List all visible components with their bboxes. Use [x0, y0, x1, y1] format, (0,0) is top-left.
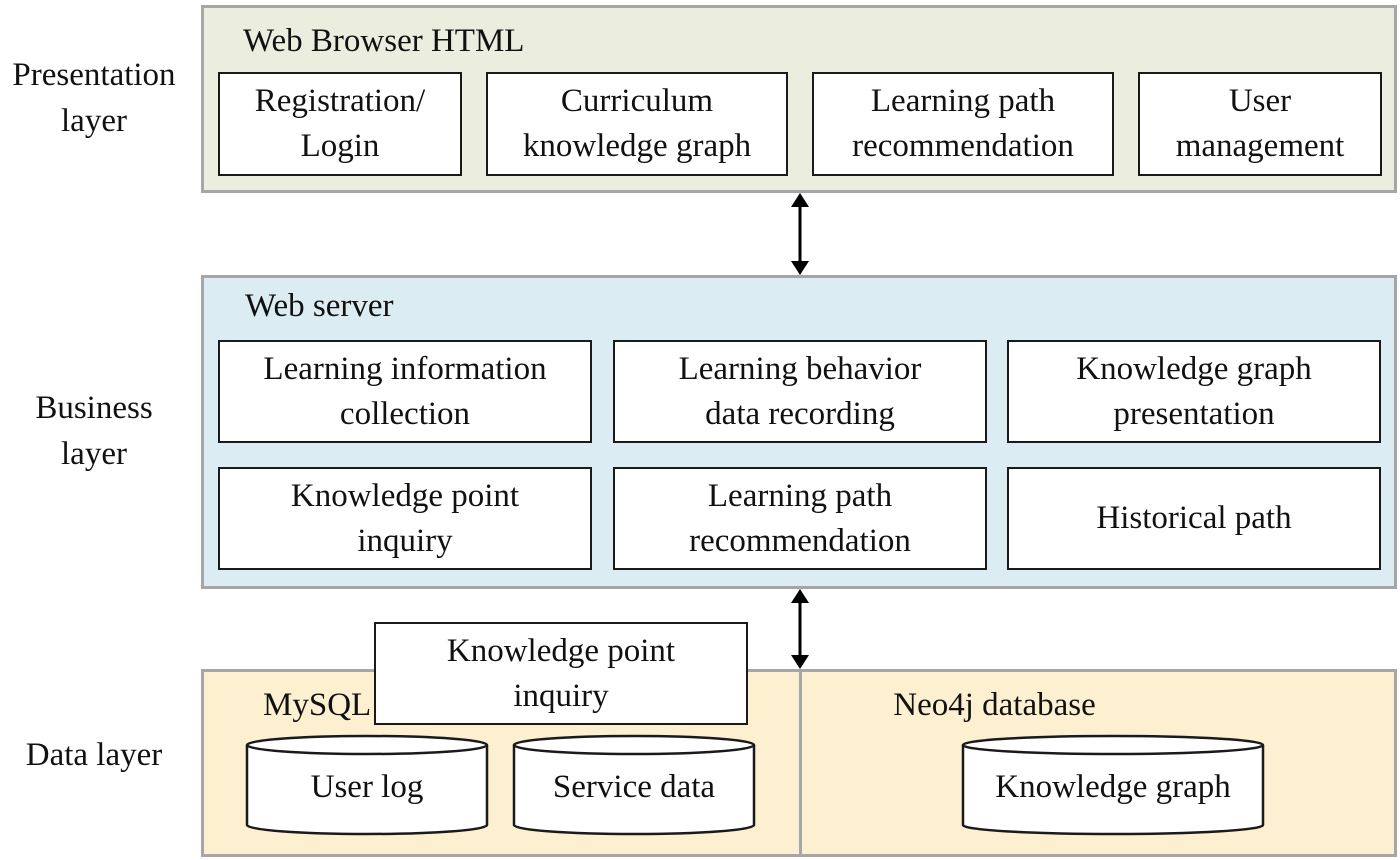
overlay-knowledge-point-inquiry: Knowledge point inquiry	[374, 622, 748, 725]
module-learning-information-collection: Learning information collection	[218, 340, 592, 443]
module-curriculum-knowledge-graph: Curriculum knowledge graph	[486, 72, 788, 176]
module-learning-path-recommendation-server: Learning path recommendation	[613, 467, 987, 570]
neo4j-title: Neo4j database	[893, 687, 1096, 723]
business-layer-label: Business layer	[35, 390, 153, 472]
service-data-label: Service data	[552, 769, 716, 805]
business-title: Web server	[245, 288, 394, 324]
data-layer-label: Data layer	[25, 737, 163, 773]
module-knowledge-point-inquiry: Knowledge point inquiry	[218, 467, 592, 570]
service-data-database-icon	[512, 734, 756, 836]
knowledge-graph-database-icon	[961, 734, 1265, 836]
presentation-business-arrow	[791, 193, 809, 275]
module-learning-behavior-recording: Learning behavior data recording	[613, 340, 987, 443]
module-user-management: User management	[1138, 72, 1382, 176]
knowledge-graph-label: Knowledge graph	[995, 769, 1231, 805]
module-historical-path: Historical path	[1007, 467, 1381, 570]
user-log-label: User log	[310, 769, 424, 805]
module-registration-login: Registration/ Login	[218, 72, 462, 176]
module-knowledge-graph-presentation: Knowledge graph presentation	[1007, 340, 1381, 443]
module-learning-path-recommendation: Learning path recommendation	[812, 72, 1114, 176]
presentation-title: Web Browser HTML	[243, 23, 525, 59]
mysql-title: MySQL	[263, 687, 372, 723]
user-log-database-icon	[245, 734, 489, 836]
presentation-layer-label: Presentation layer	[12, 57, 176, 139]
business-data-arrow	[791, 589, 809, 669]
